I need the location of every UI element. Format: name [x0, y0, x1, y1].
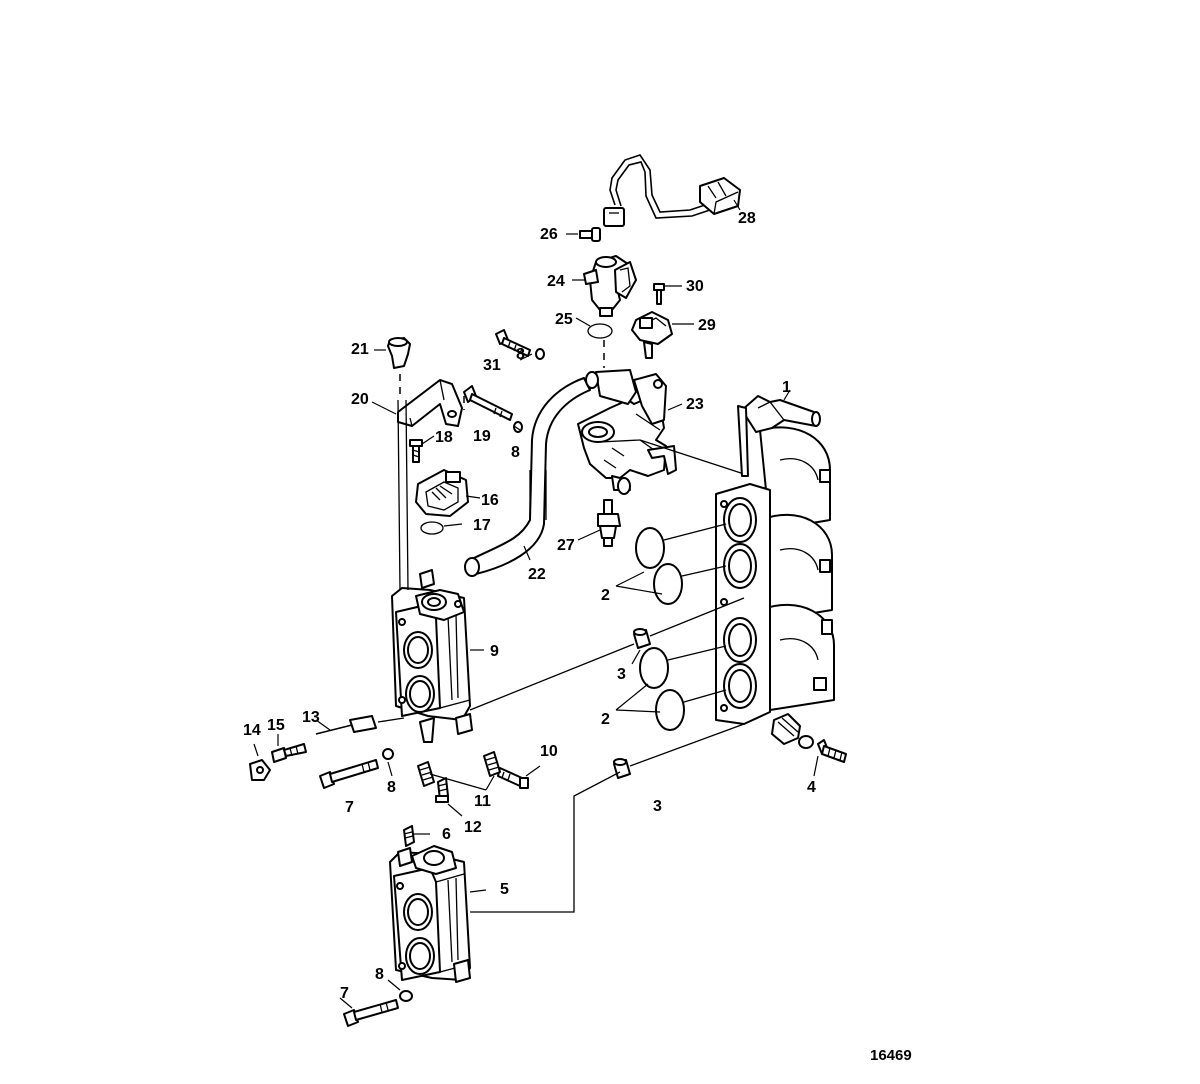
- callout-26: 26: [540, 226, 558, 243]
- callout-3b: 3: [653, 798, 662, 815]
- callout-5: 5: [500, 881, 509, 898]
- map-sensor: [631, 283, 694, 359]
- hose-22: [464, 377, 591, 577]
- screw-12: [435, 777, 463, 817]
- throttle-link-13: [315, 715, 405, 735]
- bolt-7-lower: [339, 979, 413, 1027]
- callout-9: 9: [490, 643, 499, 660]
- throttle-position-sensor: [415, 469, 481, 517]
- callout-10: 10: [540, 743, 558, 760]
- callout-14: 14: [243, 722, 261, 739]
- o-ring-25: [587, 323, 613, 339]
- callout-22: 22: [528, 566, 546, 583]
- callout-1: 1: [782, 379, 791, 396]
- plug-21: [374, 337, 411, 394]
- callout-labels: 1 2 2 3 3 4 5 6 7 7 8 8 8 8 9 10 11 12 1…: [243, 210, 816, 1002]
- callout-15: 15: [267, 717, 285, 734]
- screw-15: [271, 734, 307, 763]
- callout-7a: 7: [345, 799, 354, 816]
- iac-housing-23: [577, 369, 745, 506]
- callout-8a: 8: [516, 346, 525, 363]
- callout-30: 30: [686, 278, 704, 295]
- fitting-27: [597, 499, 621, 547]
- callout-6: 6: [442, 826, 451, 843]
- callout-leaders: [371, 199, 741, 561]
- throttle-body-lower: [389, 771, 621, 983]
- callout-2b: 2: [601, 711, 610, 728]
- callout-23: 23: [686, 396, 704, 413]
- callout-18: 18: [435, 429, 453, 446]
- screw-26: [566, 227, 601, 242]
- callout-17: 17: [473, 517, 491, 534]
- callout-25: 25: [555, 311, 573, 328]
- callout-24: 24: [547, 273, 565, 290]
- o-ring-17: [420, 521, 444, 535]
- callout-4: 4: [807, 779, 816, 796]
- screw-6: [403, 825, 430, 847]
- bracket-20: [397, 379, 465, 427]
- callout-7b: 7: [340, 985, 349, 1002]
- callout-16: 16: [481, 492, 499, 509]
- callout-21: 21: [351, 341, 369, 358]
- callout-29: 29: [698, 317, 716, 334]
- callout-12: 12: [464, 819, 482, 836]
- springs-11: [417, 751, 501, 791]
- callout-11: 11: [474, 793, 491, 810]
- iac-valve: [583, 255, 637, 317]
- callout-27: 27: [557, 537, 575, 554]
- screw-18: [409, 435, 435, 463]
- gaskets-2: [615, 523, 727, 731]
- callout-19: 19: [473, 428, 491, 445]
- callout-28: 28: [738, 210, 756, 227]
- intake-manifold: [715, 389, 835, 725]
- bolt-31: [495, 329, 545, 360]
- screw-10: [497, 765, 541, 789]
- bolt-4-assembly: [771, 713, 847, 777]
- callout-8b: 8: [511, 444, 520, 461]
- callout-3a: 3: [617, 666, 626, 683]
- figure-number: 16469: [870, 1047, 912, 1064]
- callout-2a: 2: [601, 587, 610, 604]
- callout-13: 13: [302, 709, 320, 726]
- throttle-body-upper: [391, 399, 484, 743]
- callout-20: 20: [351, 391, 369, 408]
- wiring-harness: [603, 154, 741, 227]
- callout-8d: 8: [375, 966, 384, 983]
- dowel-pins-3: [469, 597, 745, 779]
- nut-14: [249, 743, 271, 781]
- bolt-7-upper: [319, 748, 394, 789]
- callout-8c: 8: [387, 779, 396, 796]
- bolt-19: [463, 385, 523, 433]
- callout-31: 31: [483, 357, 501, 374]
